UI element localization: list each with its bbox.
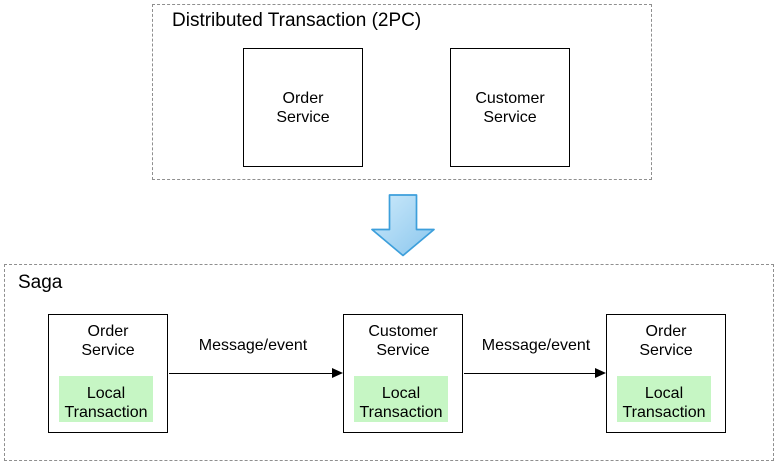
down-arrow-icon (371, 194, 435, 257)
message-arrow-line-1 (169, 372, 333, 374)
message-event-label-1: Message/event (198, 337, 308, 354)
saga-order-service-label-1: Order Service (81, 323, 135, 359)
saga-order-service-box-2: Order Service Local Transaction (606, 314, 726, 433)
message-arrow-head-1 (332, 368, 343, 378)
local-transaction-label-3: Local Transaction (622, 384, 706, 421)
2pc-order-service-label: Order Service (276, 89, 330, 126)
saga-customer-service-box: Customer Service Local Transaction (343, 314, 463, 433)
2pc-customer-service-box: Customer Service (450, 48, 570, 167)
message-arrow-line-2 (464, 372, 596, 374)
saga-customer-service-label: Customer Service (368, 323, 438, 359)
saga-order-service-label-2: Order Service (639, 323, 693, 359)
saga-order-service-box-1: Order Service Local Transaction (48, 314, 168, 433)
2pc-order-service-box: Order Service (243, 48, 363, 167)
local-transaction-label-2: Local Transaction (359, 384, 443, 421)
message-event-label-2: Message/event (481, 337, 591, 354)
local-transaction-box-2: Local Transaction (354, 376, 448, 422)
local-transaction-box-3: Local Transaction (617, 376, 711, 422)
local-transaction-label-1: Local Transaction (64, 384, 148, 421)
2pc-customer-service-label: Customer Service (475, 89, 545, 126)
2pc-title: Distributed Transaction (2PC) (172, 10, 422, 31)
message-arrow-head-2 (595, 368, 606, 378)
saga-title: Saga (18, 272, 63, 293)
local-transaction-box-1: Local Transaction (59, 376, 153, 422)
